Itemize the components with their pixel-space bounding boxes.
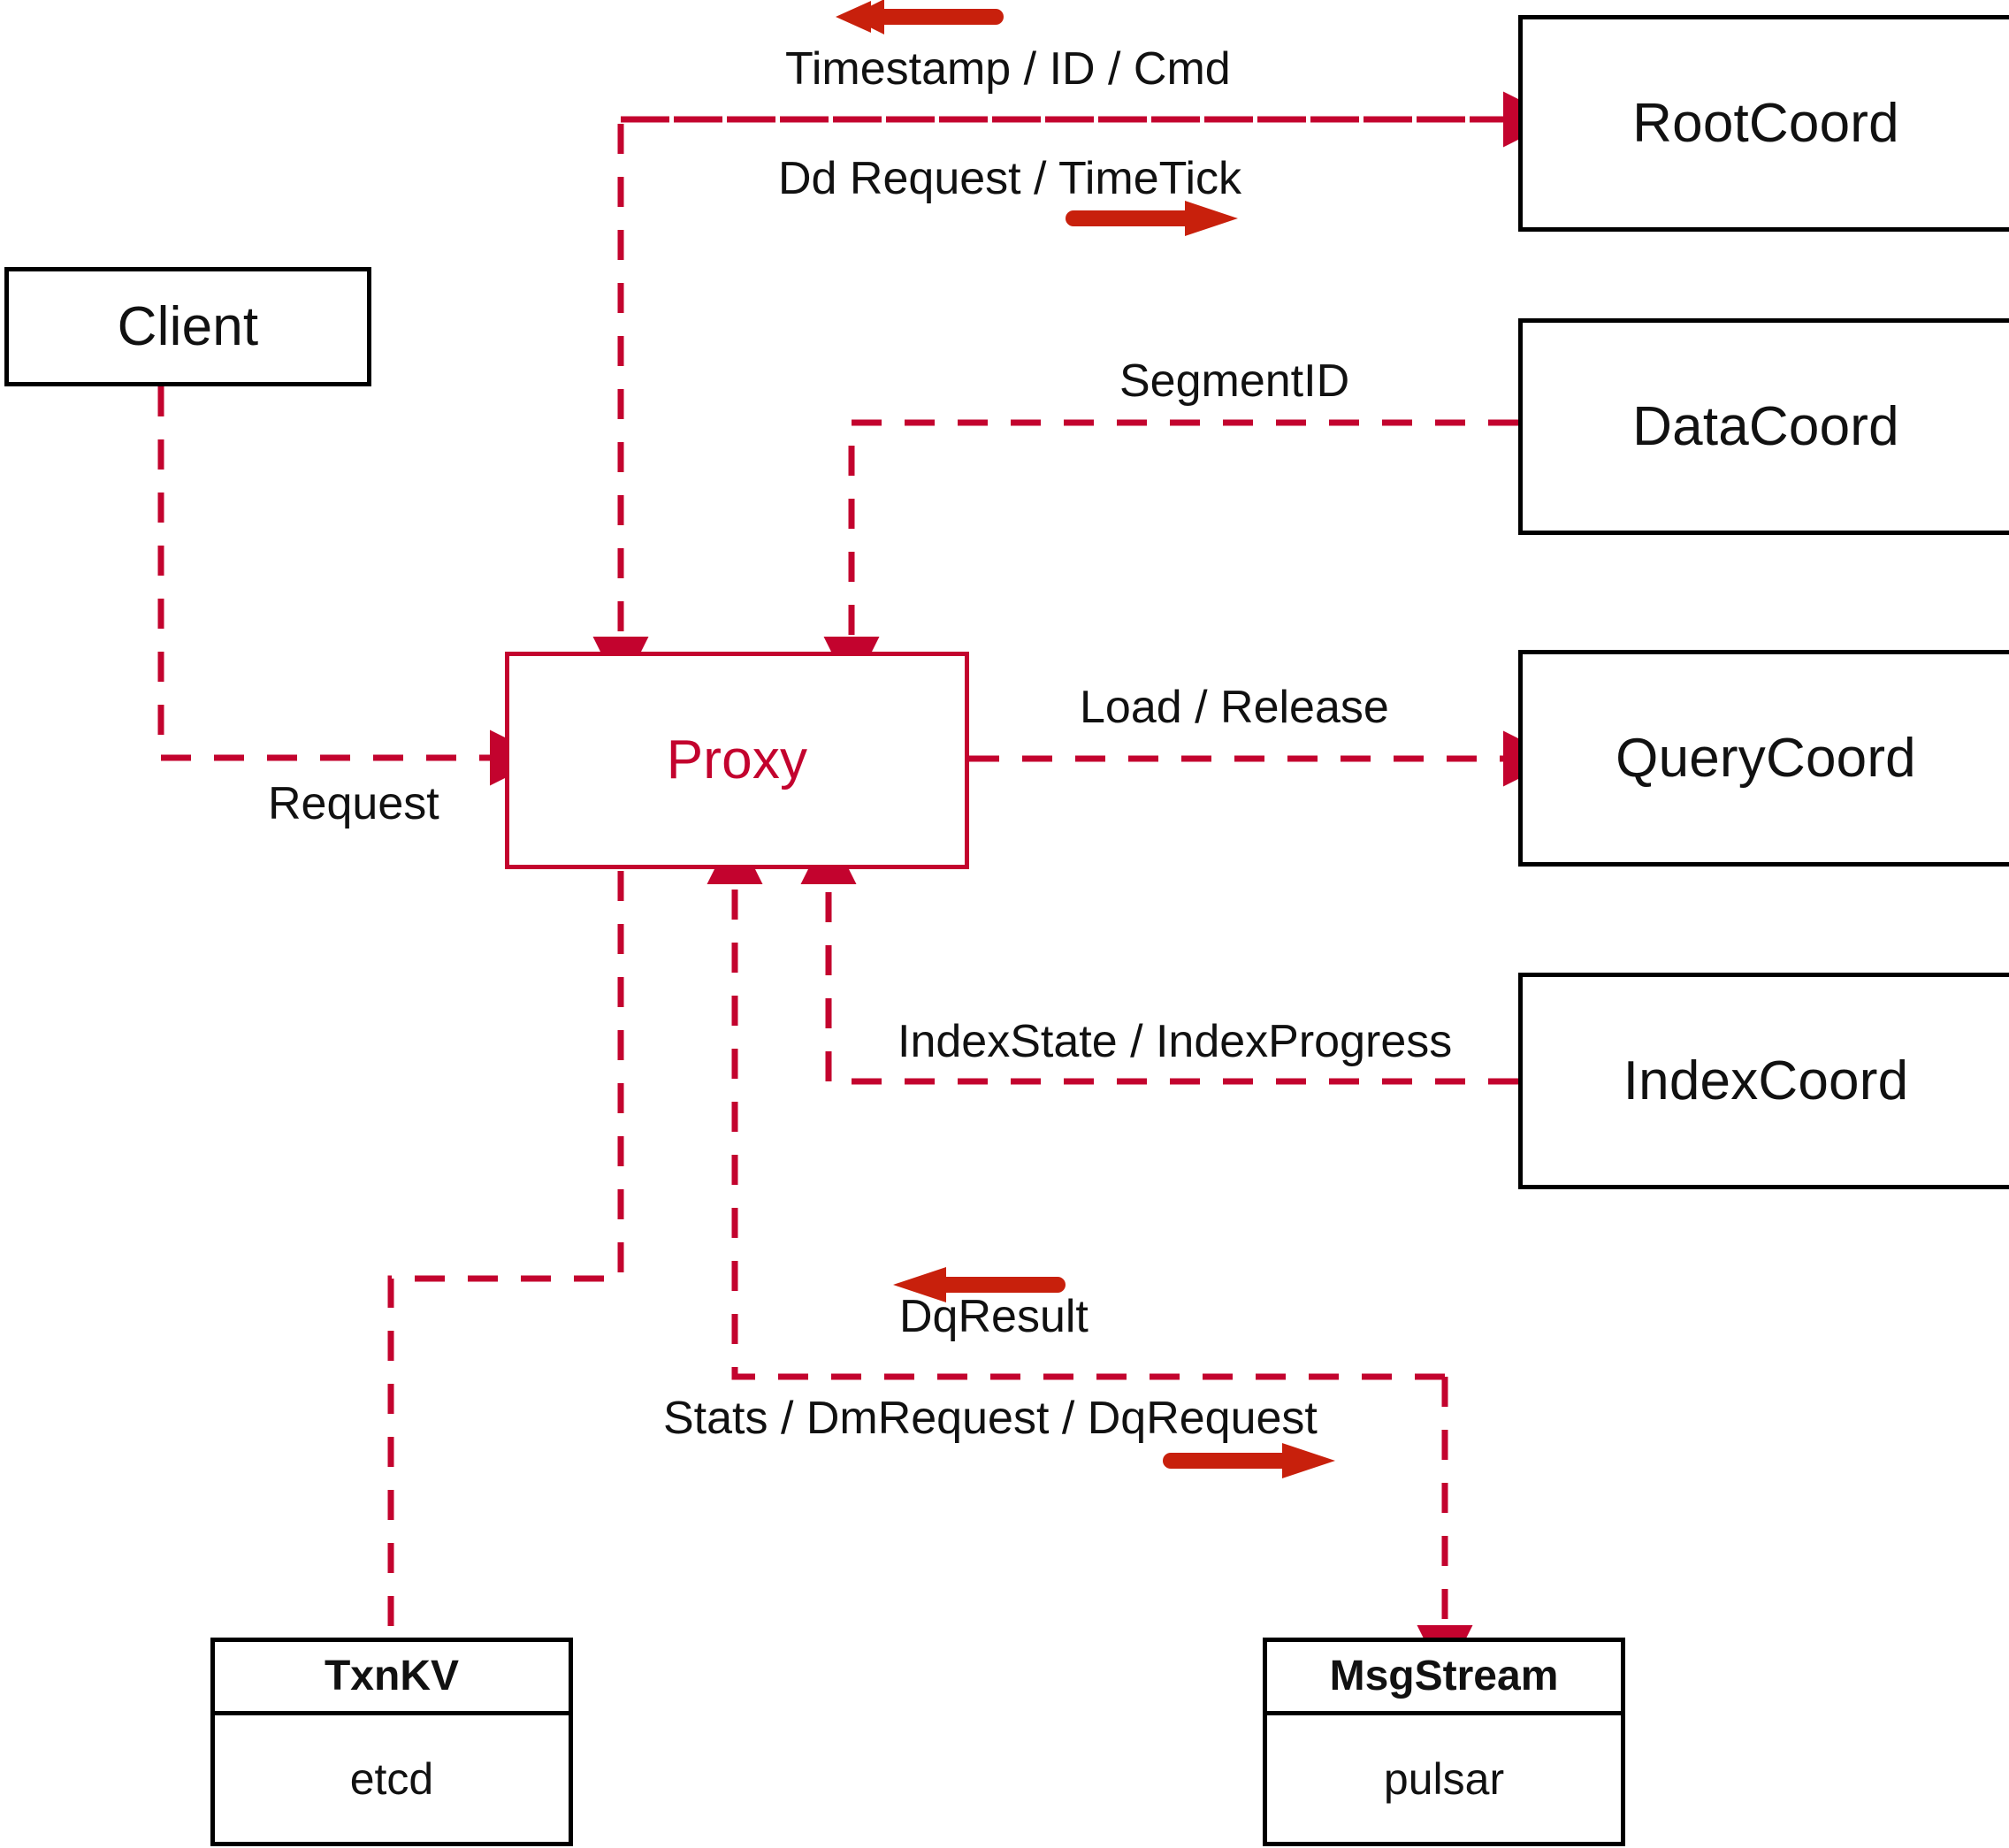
node-client-label: Client [117, 295, 259, 357]
edge-label-load-release: Load / Release [1080, 682, 1389, 733]
wire-msgstream-to-proxy [707, 829, 1445, 1380]
node-msgstream-header: MsgStream [1267, 1642, 1621, 1715]
node-querycoord[interactable]: QueryCoord [1518, 650, 2009, 867]
node-querycoord-label: QueryCoord [1616, 727, 1916, 789]
direction-arrow-right-stats [1163, 1443, 1335, 1478]
node-proxy[interactable]: Proxy [505, 652, 969, 869]
node-datacoord[interactable]: DataCoord [1518, 318, 2009, 535]
node-rootcoord-label: RootCoord [1632, 92, 1899, 154]
edge-label-dqresult: DqResult [899, 1291, 1089, 1342]
node-txnkv[interactable]: TxnKV etcd [210, 1638, 573, 1846]
edge-label-dd-request-timetick: Dd Request / TimeTick [778, 153, 1242, 204]
node-indexcoord-label: IndexCoord [1623, 1050, 1909, 1111]
node-indexcoord[interactable]: IndexCoord [1518, 973, 2009, 1189]
node-msgstream-body: pulsar [1267, 1715, 1621, 1842]
wire-proxy-to-txnkv [387, 871, 624, 1636]
edge-label-segmentid: SegmentID [1119, 355, 1350, 407]
wire-datacoord-to-proxy [823, 419, 1518, 692]
node-proxy-label: Proxy [666, 729, 808, 790]
node-rootcoord[interactable]: RootCoord [1518, 15, 2009, 232]
edge-label-indexstate-indexprogress: IndexState / IndexProgress [898, 1016, 1453, 1067]
direction-arrow-left-timestamp [836, 0, 1004, 34]
edge-label-stats-dmrequest-dqrequest: Stats / DmRequest / DqRequest [663, 1393, 1318, 1444]
edge-label-request: Request [268, 778, 439, 829]
node-datacoord-label: DataCoord [1632, 395, 1899, 457]
node-msgstream-title: MsgStream [1329, 1653, 1559, 1699]
direction-arrow-right-ddrequest [1066, 201, 1238, 236]
node-txnkv-impl: etcd [349, 1753, 434, 1804]
node-client[interactable]: Client [4, 267, 371, 386]
node-txnkv-header: TxnKV [215, 1642, 569, 1715]
node-txnkv-body: etcd [215, 1715, 569, 1842]
node-txnkv-title: TxnKV [324, 1653, 459, 1699]
node-msgstream[interactable]: MsgStream pulsar [1263, 1638, 1625, 1846]
node-msgstream-impl: pulsar [1383, 1753, 1505, 1804]
wire-client-to-proxy [157, 386, 546, 786]
edge-label-timestamp-id-cmd: Timestamp / ID / Cmd [785, 43, 1231, 95]
